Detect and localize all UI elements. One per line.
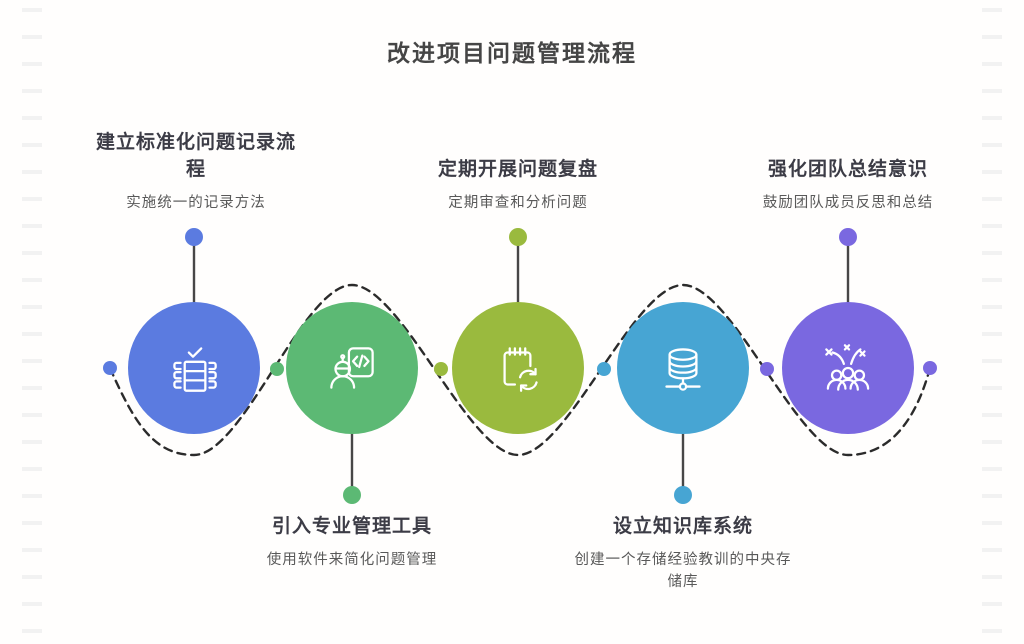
- step-marker-dot-1: [185, 228, 203, 246]
- checklist-table-icon: [173, 347, 217, 392]
- step-circle-1: [128, 302, 260, 434]
- step-subtitle: 创建一个存储经验教训的中央存储库: [574, 551, 792, 590]
- step-circle-5: [782, 302, 914, 434]
- step-marker-dot-2: [343, 486, 361, 504]
- team-celebration-icon: [825, 344, 870, 391]
- developer-document-icon: [330, 347, 374, 389]
- step-subtitle: 实施统一的记录方法: [126, 194, 266, 211]
- wave-dot-2: [270, 362, 284, 376]
- step-marker-dot-5: [839, 228, 857, 246]
- step-circle-2: [286, 302, 418, 434]
- step-label-2: 引入专业管理工具 使用软件来简化问题管理: [187, 514, 517, 572]
- step-heading: 引入专业管理工具: [271, 516, 432, 537]
- step-heading: 建立标准化问题记录流程: [95, 132, 296, 180]
- step-heading: 定期开展问题复盘: [437, 159, 598, 180]
- wave-dot-start: [103, 361, 117, 375]
- wave-dot-5: [760, 362, 774, 376]
- step-circle-4: [617, 302, 749, 434]
- notepad-refresh-icon: [503, 347, 538, 392]
- step-label-5: 强化团队总结意识 鼓励团队成员反思和总结: [683, 157, 1013, 215]
- step-heading: 强化团队总结意识: [767, 159, 928, 180]
- step-heading: 设立知识库系统: [612, 516, 753, 537]
- wave-dot-3: [434, 362, 448, 376]
- step-subtitle: 鼓励团队成员反思和总结: [762, 194, 934, 211]
- wave-dot-4: [597, 362, 611, 376]
- step-marker-dot-3: [509, 228, 527, 246]
- step-label-1: 建立标准化问题记录流程 实施统一的记录方法: [31, 130, 361, 215]
- page-title: 改进项目问题管理流程: [387, 40, 637, 66]
- step-label-4: 设立知识库系统 创建一个存储经验教训的中央存储库: [518, 514, 848, 593]
- step-label-3: 定期开展问题复盘 定期审查和分析问题: [353, 157, 683, 215]
- step-subtitle: 定期审查和分析问题: [448, 194, 588, 211]
- step-marker-dot-4: [674, 486, 692, 504]
- step-circle-3: [452, 302, 584, 434]
- flow-wave-path: [108, 283, 932, 457]
- wave-dot-end: [923, 361, 937, 375]
- step-subtitle: 使用软件来简化问题管理: [266, 551, 438, 568]
- database-network-icon: [665, 348, 701, 391]
